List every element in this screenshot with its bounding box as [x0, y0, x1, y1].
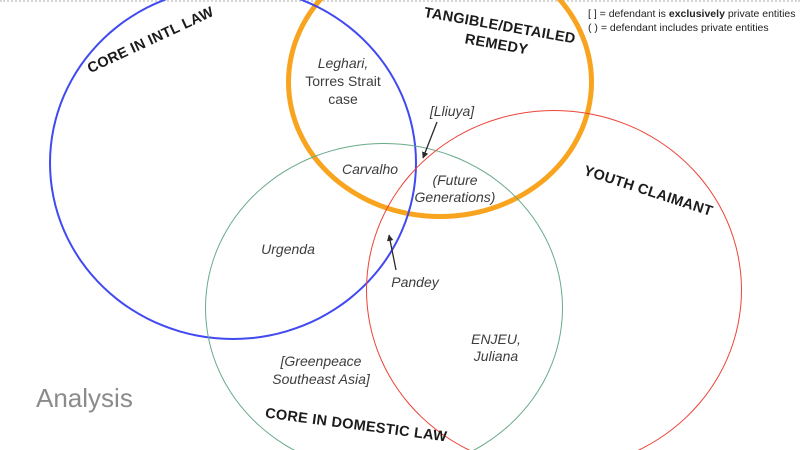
case-label-future-generations: (Future Generations) [415, 172, 496, 206]
case-label-leghari-line1: Leghari, [317, 55, 369, 71]
case-label-leghari-line3: case [328, 91, 358, 107]
case-label-enjeu-line1: ENJEU, [471, 331, 521, 347]
analysis-label: Analysis [36, 383, 133, 413]
case-label-greenpeace-line2: Southeast Asia] [272, 371, 370, 387]
case-label-lliuya: [Lliuya] [429, 103, 475, 119]
legend-paren-entry: ( ) = defendant includes private entitie… [588, 22, 769, 34]
legend-bracket-bold: exclusively [668, 8, 725, 20]
legend: [ ] = defendant is exclusively private e… [588, 7, 800, 35]
case-label-future-generations-line1: (Future [432, 172, 478, 188]
case-label-pandey: Pandey [391, 274, 439, 290]
case-label-urgenda: Urgenda [261, 241, 315, 257]
legend-bracket-entry: [ ] = defendant is exclusively private e… [588, 7, 800, 21]
case-label-greenpeace-sea: [Greenpeace Southeast Asia] [272, 352, 370, 388]
legend-bracket-prefix: [ ] = defendant is [588, 8, 669, 20]
case-label-carvalho: Carvalho [341, 161, 399, 177]
case-label-enjeu-line2: Juliana [473, 348, 519, 364]
legend-bracket-suffix: private entities [724, 8, 796, 20]
case-label-greenpeace-line1: [Greenpeace [280, 353, 362, 369]
case-label-leghari-torres-strait: Leghari, Torres Strait case [305, 54, 380, 108]
case-label-enjeu-juliana: ENJEU, Juliana [471, 331, 521, 365]
case-label-future-generations-line2: Generations) [414, 189, 496, 205]
case-label-leghari-line2: Torres Strait [305, 73, 381, 89]
circle-youth-claimant [366, 110, 742, 450]
